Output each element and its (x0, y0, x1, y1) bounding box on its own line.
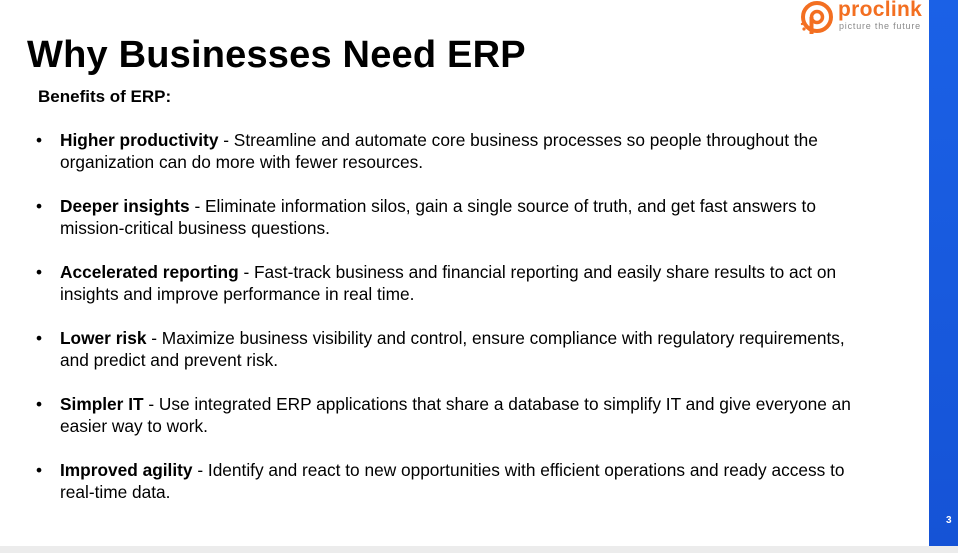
benefit-item: • Higher productivity - Streamline and a… (36, 129, 856, 173)
benefit-term: Lower risk (60, 328, 147, 348)
logo-tagline: picture the future (839, 21, 921, 31)
benefit-term: Accelerated reporting (60, 262, 239, 282)
benefit-term: Higher productivity (60, 130, 219, 150)
benefits-list: • Higher productivity - Streamline and a… (36, 129, 856, 525)
benefit-description: - Streamline and automate core business … (60, 130, 818, 172)
benefit-item: • Improved agility - Identify and react … (36, 459, 856, 503)
benefit-description: - Fast-track business and financial repo… (60, 262, 837, 304)
benefit-term: Simpler IT (60, 394, 144, 414)
accent-sidebar (929, 0, 958, 546)
page-number: 3 (946, 515, 952, 526)
proclink-logo-icon (800, 1, 833, 34)
benefit-description: - Use integrated ERP applications that s… (60, 394, 851, 436)
bullet-icon: • (36, 394, 43, 414)
bullet-icon: • (36, 460, 43, 480)
benefit-item: • Lower risk - Maximize business visibil… (36, 327, 856, 371)
logo-name: proclink (838, 0, 923, 21)
bullet-icon: • (36, 328, 43, 348)
benefit-description: - Eliminate information silos, gain a si… (60, 196, 816, 238)
benefit-item: • Deeper insights - Eliminate informatio… (36, 195, 856, 239)
benefit-item: • Simpler IT - Use integrated ERP applic… (36, 393, 856, 437)
benefit-term: Improved agility (60, 460, 193, 480)
bullet-icon: • (36, 262, 43, 282)
benefit-item: • Accelerated reporting - Fast-track bus… (36, 261, 856, 305)
benefit-term: Deeper insights (60, 196, 190, 216)
bottom-divider (0, 546, 958, 553)
bullet-icon: • (36, 130, 43, 150)
proclink-logo: proclink picture the future (798, 0, 928, 36)
benefit-description: - Maximize business visibility and contr… (60, 328, 845, 370)
bullet-icon: • (36, 196, 43, 216)
slide-subtitle: Benefits of ERP: (38, 87, 172, 106)
benefit-description: - Identify and react to new opportunitie… (60, 460, 845, 502)
slide-title: Why Businesses Need ERP (27, 34, 526, 76)
